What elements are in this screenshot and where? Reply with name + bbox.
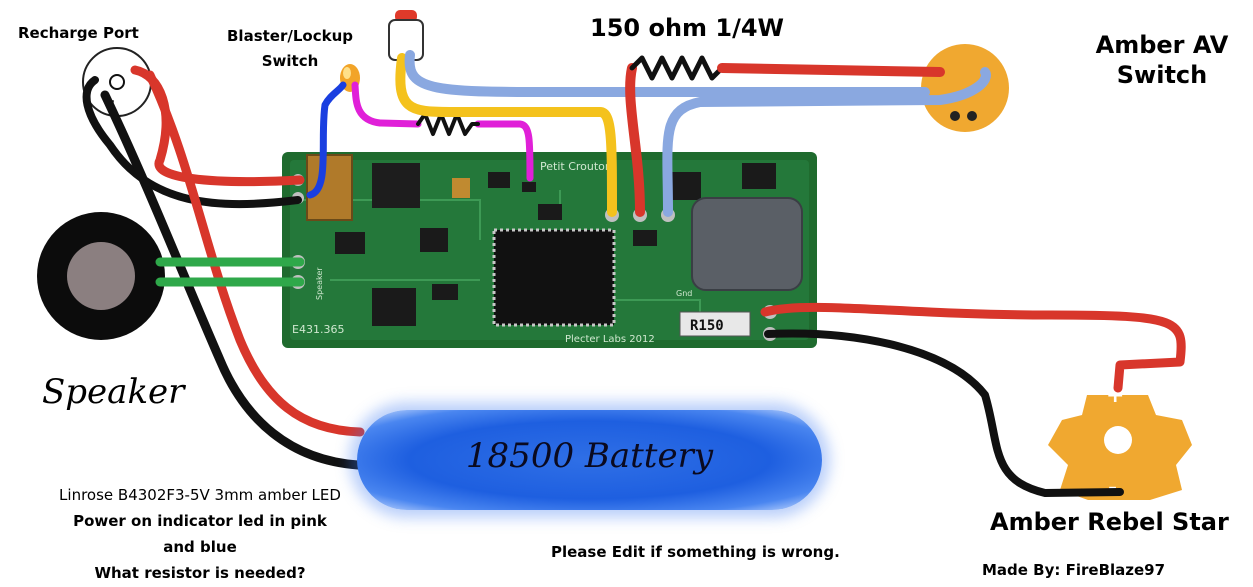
board-serial: E431.365 bbox=[292, 323, 344, 336]
wire-blue-switch bbox=[306, 81, 347, 199]
wire-black-port-battery bbox=[100, 90, 363, 470]
wire-lightblue-board-av bbox=[662, 67, 991, 217]
amber-rebel-star: + - bbox=[1048, 383, 1192, 501]
blaster-switch-label-line2: Switch bbox=[261, 52, 319, 70]
tantalum-capacitor bbox=[306, 154, 353, 221]
inductor bbox=[691, 197, 803, 291]
regulator-chip bbox=[372, 163, 420, 208]
amber-av-switch bbox=[921, 44, 1009, 132]
battery-label: 18500 Battery bbox=[465, 436, 714, 476]
av-switch-label-line2: Switch bbox=[1116, 61, 1208, 89]
battery-18500 bbox=[357, 410, 822, 510]
wire-black-port-board bbox=[82, 76, 302, 209]
blaster-switch-label-line1: Blaster/Lockup bbox=[227, 27, 353, 45]
led-note-line2: Power on indicator led in pink bbox=[73, 512, 327, 530]
pushbutton-switch bbox=[388, 10, 424, 61]
av-switch-label-line1: Amber AV bbox=[1095, 31, 1229, 59]
led-note-line3: and blue bbox=[163, 538, 237, 556]
sense-resistor-marking: R150 bbox=[690, 318, 724, 334]
pad-gnd-label: Gnd bbox=[676, 289, 692, 298]
edit-note: Please Edit if something is wrong. bbox=[551, 543, 840, 561]
av-switch-label: Amber AV Switch bbox=[1082, 30, 1242, 90]
wire-red-board-star bbox=[760, 302, 1186, 393]
small-capacitor bbox=[452, 178, 470, 198]
sense-resistor bbox=[679, 311, 751, 337]
pad-speaker-label: Speaker bbox=[315, 267, 324, 300]
speaker bbox=[37, 212, 165, 340]
wire-yellow-switch bbox=[395, 53, 617, 217]
resistor-label: 150 ohm 1/4W bbox=[590, 14, 785, 42]
led-note-line1: Linrose B4302F3-5V 3mm amber LED bbox=[59, 486, 341, 504]
board-maker: Plecter Labs 2012 bbox=[565, 334, 655, 345]
resistor-150-ohm bbox=[629, 55, 725, 81]
led-note-line4: What resistor is needed? bbox=[94, 564, 306, 582]
pcb-board: Petit Crouton Plecter Labs 2012 E431.365… bbox=[282, 152, 817, 348]
rebel-star-label: Amber Rebel Star bbox=[990, 508, 1229, 536]
microcontroller-chip bbox=[492, 228, 616, 327]
wire-red-board-resistor bbox=[625, 63, 645, 217]
speaker-label: Speaker bbox=[42, 372, 185, 412]
wire-red-resistor-av bbox=[717, 63, 945, 77]
recharge-port-label: Recharge Port bbox=[18, 24, 139, 42]
wire-lightblue-switch-av bbox=[404, 50, 930, 98]
made-by-label: Made By: FireBlaze97 bbox=[982, 561, 1166, 579]
wire-red-port-battery bbox=[145, 70, 365, 437]
board-title: Petit Crouton bbox=[540, 160, 612, 173]
resistor-led bbox=[416, 112, 480, 136]
wire-black-board-star bbox=[764, 329, 1124, 497]
wire-pink-led bbox=[351, 81, 534, 182]
led-note: Linrose B4302F3-5V 3mm amber LED Power o… bbox=[40, 482, 360, 586]
blaster-switch-label: Blaster/Lockup Switch bbox=[215, 24, 365, 74]
